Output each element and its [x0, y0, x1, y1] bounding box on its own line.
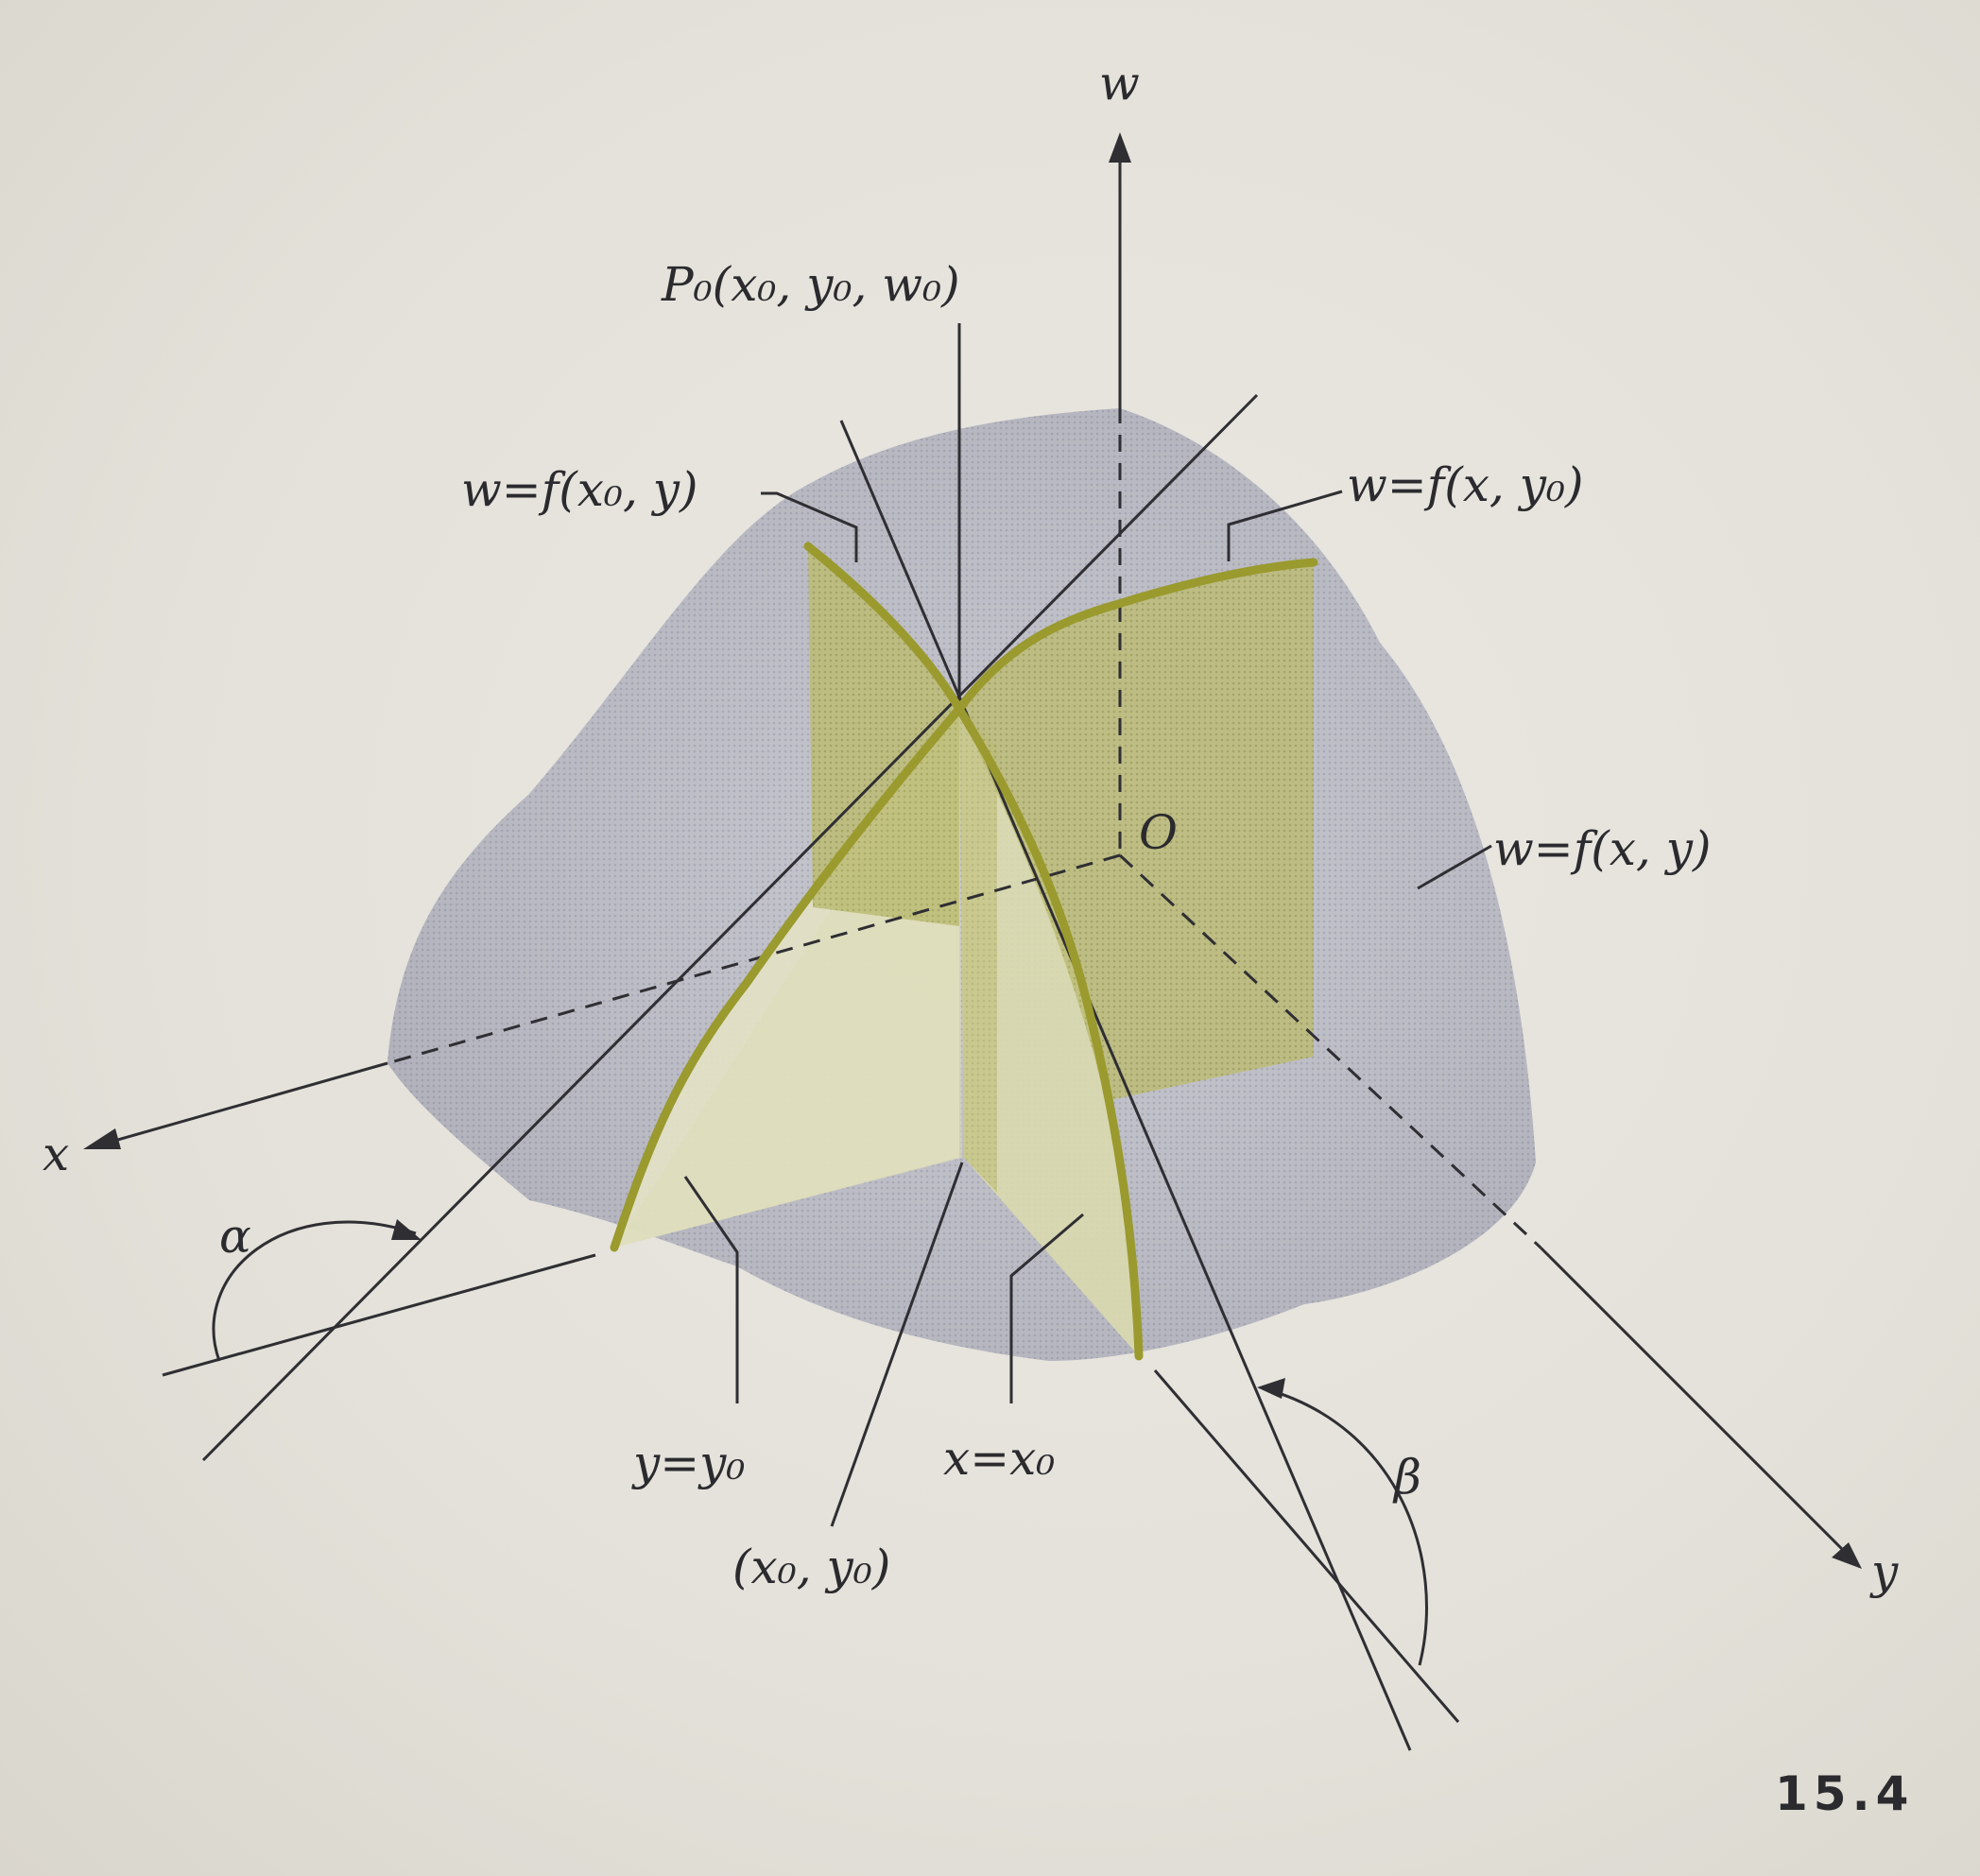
- curve-x0-label: w=f(x₀, y): [461, 462, 698, 517]
- x-axis-arrowhead: [83, 1128, 121, 1149]
- figure-number: 15.4: [1775, 1766, 1914, 1821]
- plane-x-eq-x0-front: [959, 709, 1139, 1356]
- curve-w-f-x0-y: [803, 542, 1144, 1361]
- alpha-arc: [212, 1220, 417, 1362]
- plane-x-label: x=x₀: [943, 1431, 1055, 1486]
- base-point-label: (x₀, y₀): [732, 1540, 890, 1594]
- x-axis-label: x: [43, 1127, 69, 1181]
- w-axis-label: w: [1099, 56, 1140, 111]
- curve-y0-label: w=f(x, y₀): [1347, 457, 1584, 512]
- tangent-line-y-direction: [839, 420, 1412, 1751]
- alpha-reference-line: [162, 1253, 596, 1377]
- origin-label: O: [1139, 805, 1178, 860]
- beta-label: β: [1392, 1450, 1421, 1505]
- plane-y-label: y=y₀: [631, 1436, 745, 1490]
- surface-label: w=f(x, y): [1493, 821, 1711, 876]
- base-point-leader: [830, 1162, 964, 1527]
- w-axis-arrowhead: [1109, 132, 1131, 163]
- point-p0-label: P₀(x₀, y₀, w₀): [661, 257, 960, 312]
- x-axis: [94, 1061, 388, 1148]
- curve-w-f-x-y0: [610, 558, 1318, 1252]
- beta-reference-line: [1153, 1369, 1460, 1723]
- tangent-line-x-direction: [201, 393, 1259, 1462]
- y-axis: [1539, 1246, 1856, 1563]
- y-axis-arrowhead: [1832, 1542, 1862, 1569]
- plane-x-eq-x0-rear: [808, 546, 959, 926]
- y-axis-label: y: [1869, 1544, 1899, 1599]
- beta-arc: [1265, 1387, 1428, 1666]
- plane-y-eq-y0-right: [959, 562, 1314, 1101]
- alpha-label: α: [219, 1209, 251, 1264]
